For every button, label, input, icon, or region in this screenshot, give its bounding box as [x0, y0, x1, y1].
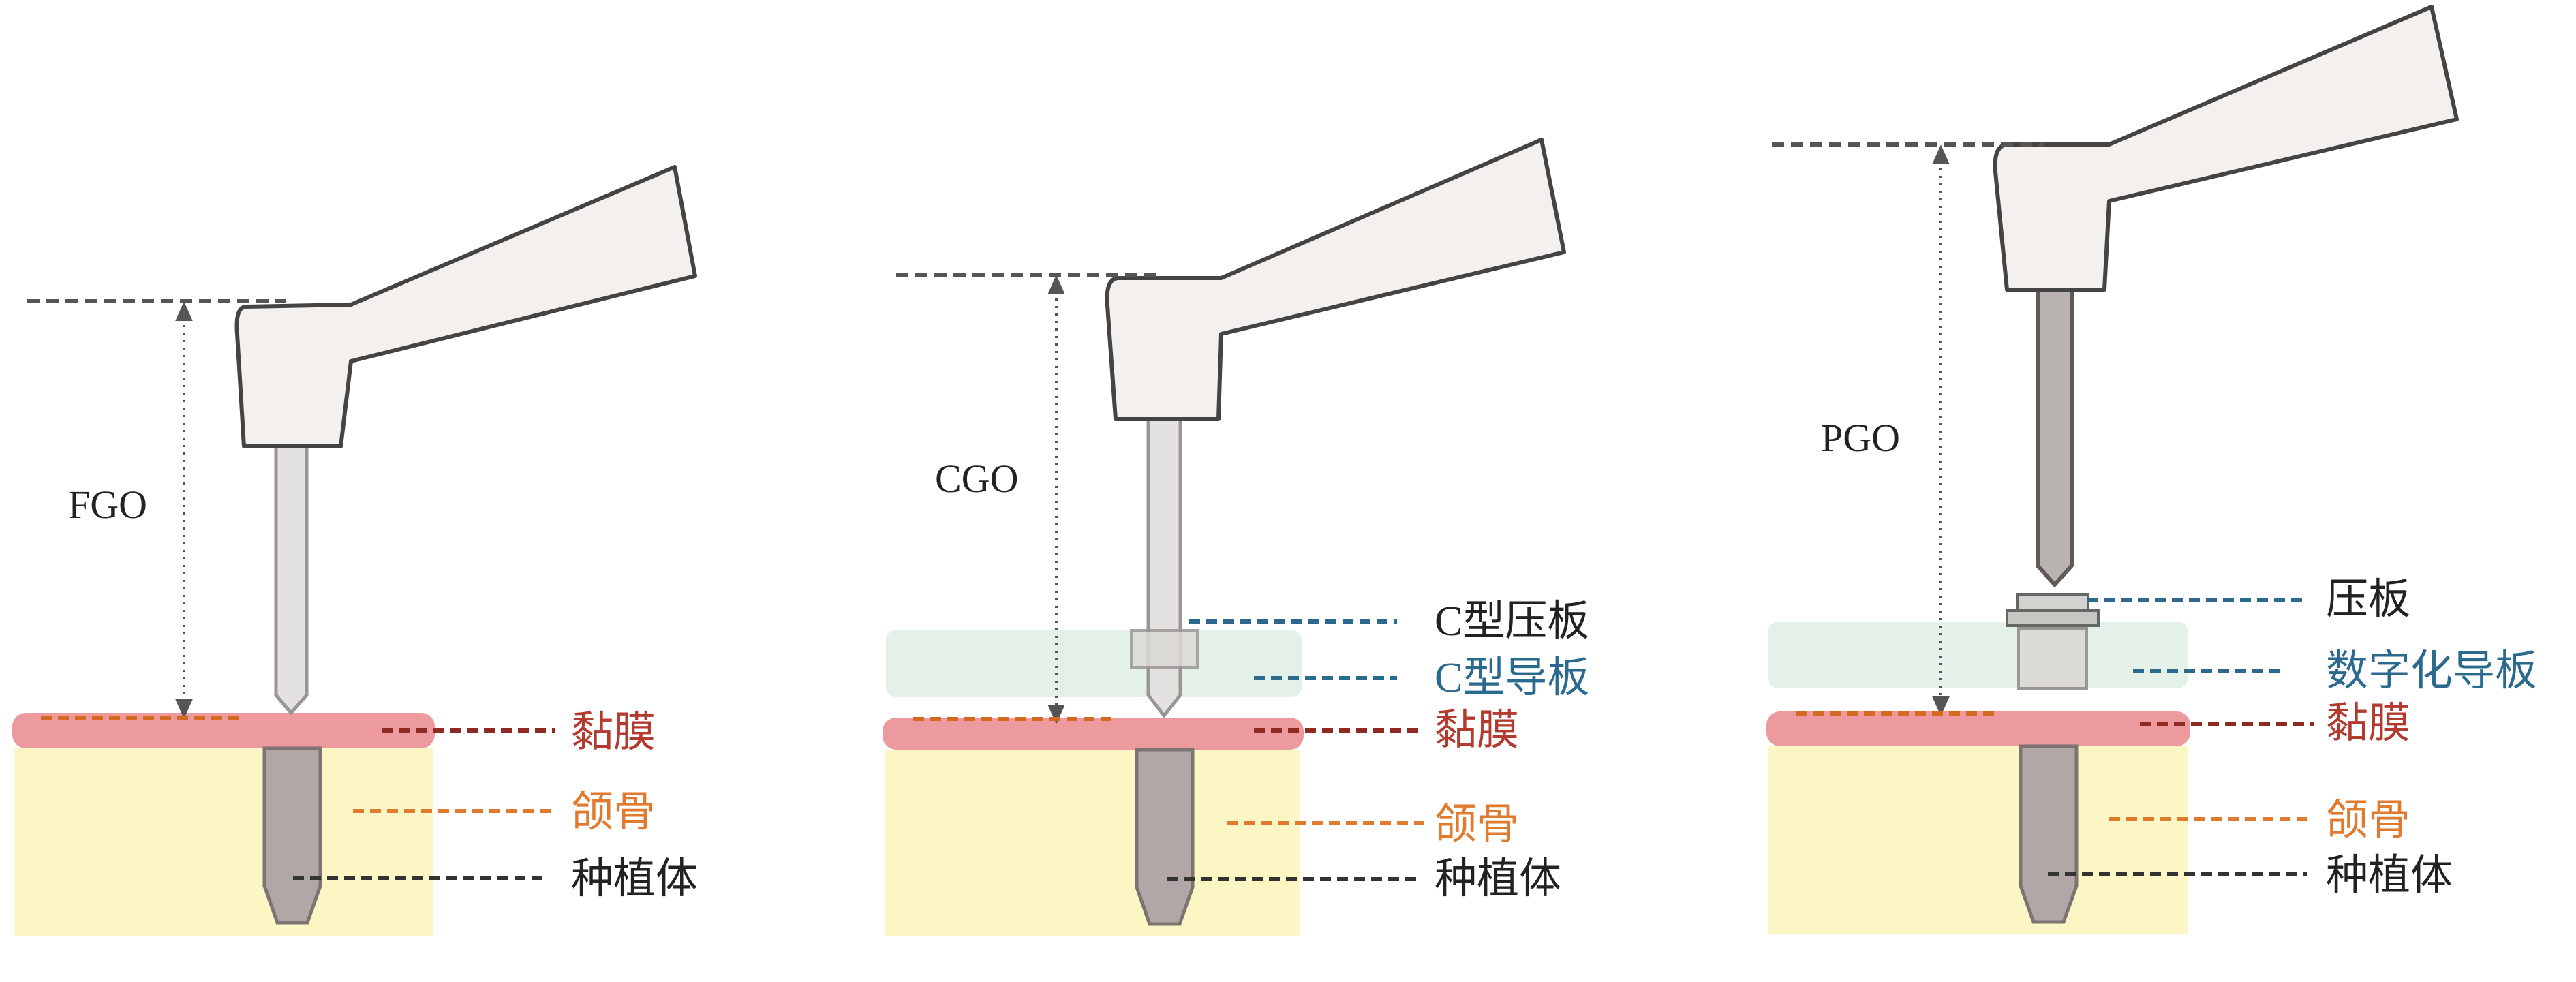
- gap-label: PGO: [1821, 416, 1900, 460]
- c-plate: [1130, 629, 1199, 669]
- mucosa-label: 黏膜: [2326, 701, 2410, 747]
- drill-bit: [1146, 417, 1182, 719]
- mucosa-layer: [883, 718, 1304, 750]
- digital-guide: [886, 630, 1302, 697]
- bone-label: 颌骨: [571, 789, 656, 835]
- handpiece: [1105, 138, 1566, 421]
- implant-label: 种植体: [571, 856, 698, 902]
- drill-bit: [2036, 288, 2074, 588]
- pressure-plate-flange: [2006, 609, 2100, 627]
- mucosa-label: 黏膜: [1435, 707, 1519, 754]
- plate-label: C型压板: [1435, 598, 1589, 645]
- mucosa-layer: [12, 713, 435, 748]
- panel-cgo: CGO C型压板 C型导板 黏膜 颌骨 种植体: [883, 138, 1589, 936]
- implant-label: 种植体: [1435, 856, 1561, 902]
- jaw-bone: [1768, 746, 2188, 934]
- mucosa-layer: [1766, 711, 2190, 746]
- implant-label: 种植体: [2326, 853, 2453, 899]
- implant-body: [262, 746, 322, 925]
- implant-body: [2019, 744, 2079, 924]
- handpiece: [1993, 5, 2459, 292]
- jaw-bone: [885, 750, 1300, 936]
- pressure-plate-body: [2016, 593, 2089, 612]
- implant-body: [1135, 748, 1195, 926]
- gap-label: CGO: [935, 457, 1018, 501]
- guide-sleeve: [2017, 627, 2088, 690]
- handpiece: [234, 165, 697, 448]
- guide-label: 数字化导板: [2326, 648, 2537, 694]
- drill-bit: [274, 444, 309, 716]
- jaw-bone: [14, 748, 433, 936]
- guide-label: C型导板: [1435, 655, 1589, 701]
- bone-label: 颌骨: [2326, 797, 2410, 844]
- mucosa-label: 黏膜: [571, 709, 656, 756]
- digital-guide: [1768, 622, 2188, 688]
- plate-label: 压板: [2326, 577, 2410, 623]
- bone-label: 颌骨: [1435, 801, 1519, 848]
- panel-pgo: PGO 压板 数字化导板 黏膜 颌骨 种植体: [1766, 5, 2537, 934]
- panel-fgo: FGO 黏膜 颌骨 种植体: [12, 165, 698, 936]
- gap-label: FGO: [68, 482, 147, 527]
